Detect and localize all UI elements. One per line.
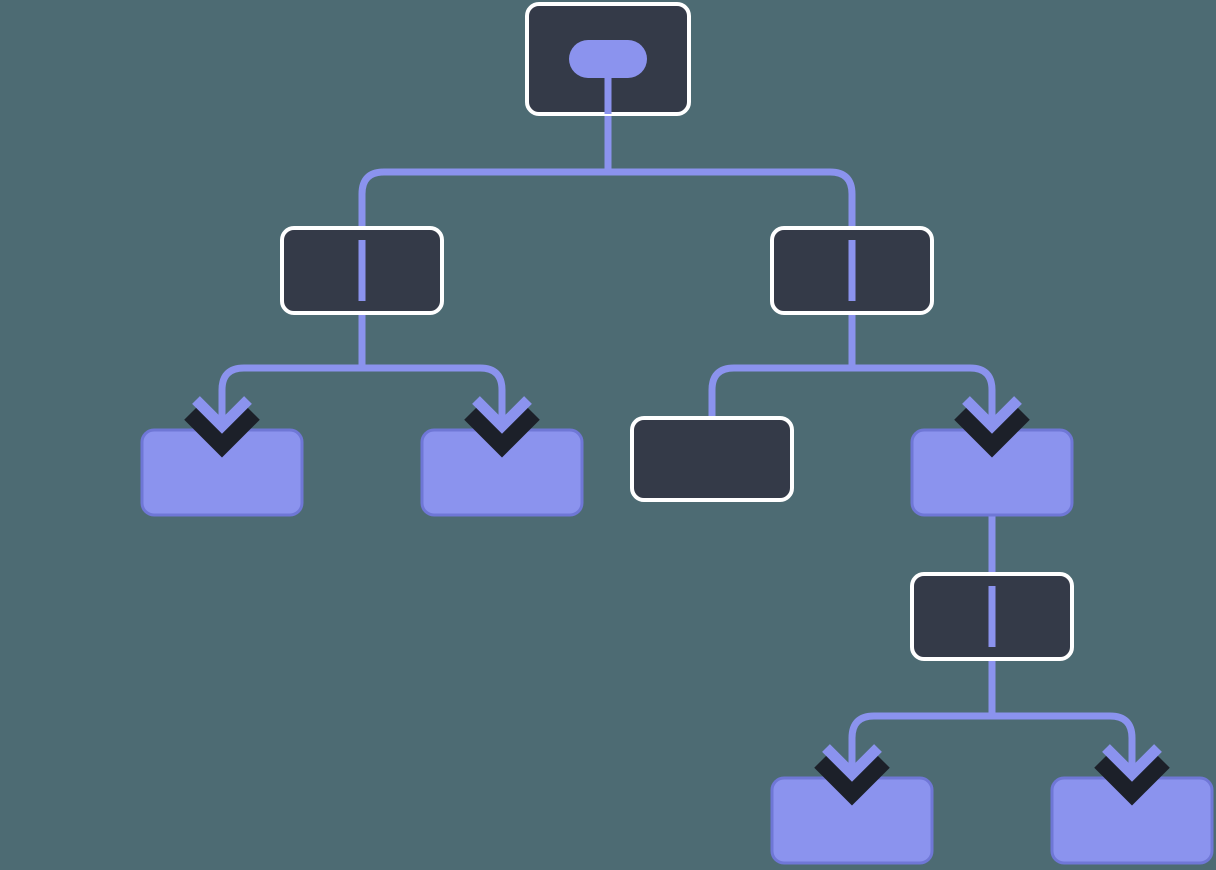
connector-e-l1left-l2b (362, 364, 506, 430)
connector-e-l1left-l2a (218, 364, 362, 430)
arrowhead-purple-arrow-l2-d (962, 396, 1022, 434)
connector-e-root-l1-right (608, 168, 856, 228)
node-l3[interactable] (910, 572, 1074, 661)
arrowhead-dark-arrow-l4-b (1094, 752, 1170, 806)
node-body-l2-c[interactable] (630, 416, 794, 502)
arrowhead-dark-arrow-l2-d (954, 404, 1030, 458)
node-l1-right[interactable] (770, 226, 934, 315)
node-root[interactable] (525, 2, 691, 116)
arrowhead-dark-arrow-l2-a (184, 404, 260, 458)
connectors-layer (218, 114, 1136, 778)
connector-e-l3-l4b (992, 712, 1136, 778)
arrowhead-purple-arrow-l2-a (192, 396, 252, 434)
arrowheads-layer (184, 396, 1170, 806)
node-l1-left[interactable] (280, 226, 444, 315)
arrowhead-purple-arrow-l2-b (472, 396, 532, 434)
connector-e-l3-l4a (848, 712, 992, 778)
connector-e-root-l1-left (358, 168, 608, 228)
arrowhead-purple-arrow-l4-b (1102, 744, 1162, 782)
arrowhead-purple-arrow-l4-a (822, 744, 882, 782)
nodes-layer (140, 2, 1214, 865)
connector-e-l1right-l2d (852, 364, 996, 430)
arrowhead-dark-arrow-l2-b (464, 404, 540, 458)
connector-e-l1right-l2c (708, 364, 852, 418)
arrowhead-dark-arrow-l4-a (814, 752, 890, 806)
node-l2-c[interactable] (630, 416, 794, 502)
